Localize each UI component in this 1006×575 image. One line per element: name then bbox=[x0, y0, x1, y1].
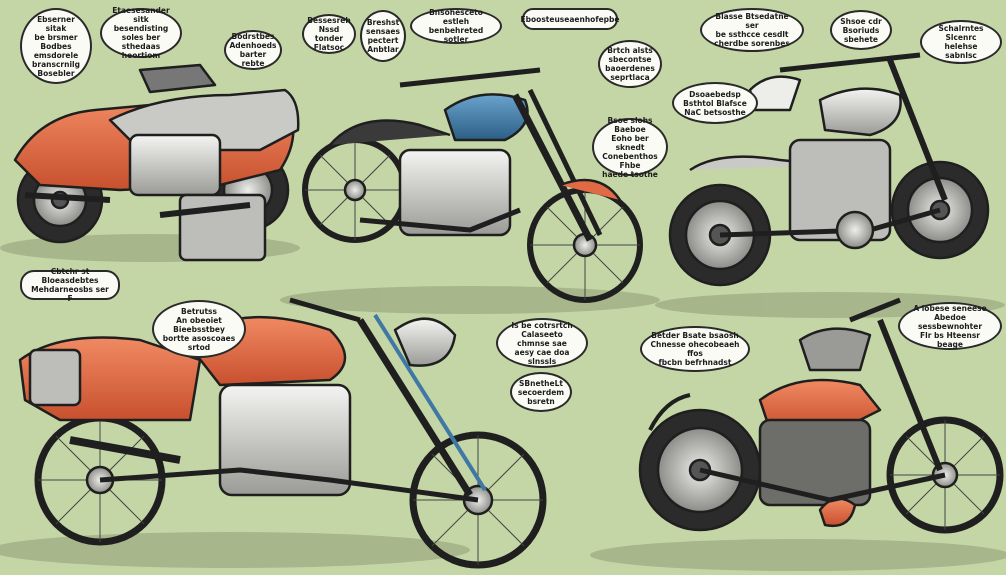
speech-bubble: Cbtchr st Bloeasdebtes Mehdarneosbs ser … bbox=[20, 267, 120, 303]
speech-bubble: Bnsohesceto estleh benbehreted sotler bbox=[410, 8, 502, 44]
touring-motorcycle bbox=[13, 63, 300, 262]
speech-bubble: Schalrntes Slcenrc helehse sabnlsc bbox=[920, 20, 1002, 64]
speech-bubble: Betder Bsate bsaosh Chnesse ohecobeaeh f… bbox=[640, 326, 750, 372]
custom-motorcycle bbox=[638, 297, 1004, 534]
speech-bubble: Shsoe cdr Bsoriuds sbehete bbox=[830, 10, 892, 50]
speech-bubble: Bessesreh Nssd tonder Flatsoc bbox=[302, 14, 356, 54]
orange-chopper-motorcycle bbox=[18, 297, 547, 569]
speech-bubble: Blasse Btsedatne ser be ssthcce cesdlt c… bbox=[700, 8, 804, 52]
speech-bubble: Bodrstbes Adenhoeds barter rebte bbox=[224, 30, 282, 70]
silver-motorcycle bbox=[668, 52, 990, 287]
speech-bubble: Breshst sensaes pectert Anbtlar bbox=[360, 10, 406, 62]
speech-bubble: Bsoe slohs Baeboe Eoho ber sknedt Conebe… bbox=[592, 116, 668, 179]
speech-bubble: SBnetheLt secoerdem bsretn bbox=[510, 372, 572, 412]
speech-bubble: Etaesesander sitk besendisting soles ber… bbox=[100, 6, 182, 60]
speech-bubble: A lobese seneese Abedoe sessbewnohter Fl… bbox=[898, 302, 1002, 350]
speech-bubble: Is be cotrsrtch Calaseeto chmnse sae aes… bbox=[496, 318, 588, 368]
speech-bubble: Dsoaebedsp Bsthtol Blafsce NaC betsosthe bbox=[672, 82, 758, 124]
speech-bubble: Brtch alsts sbecontse baoerdenes seprtla… bbox=[598, 40, 662, 88]
speech-bubble: Betrutss An obeoiet Bieebsstbey bortte a… bbox=[152, 300, 246, 358]
speech-bubble: Ebserner sitak be brsmer Bodbes emsdorel… bbox=[20, 8, 92, 84]
blue-chopper-motorcycle bbox=[302, 67, 643, 303]
speech-bubble: Eboosteuseaenhofepbe bbox=[521, 8, 620, 30]
